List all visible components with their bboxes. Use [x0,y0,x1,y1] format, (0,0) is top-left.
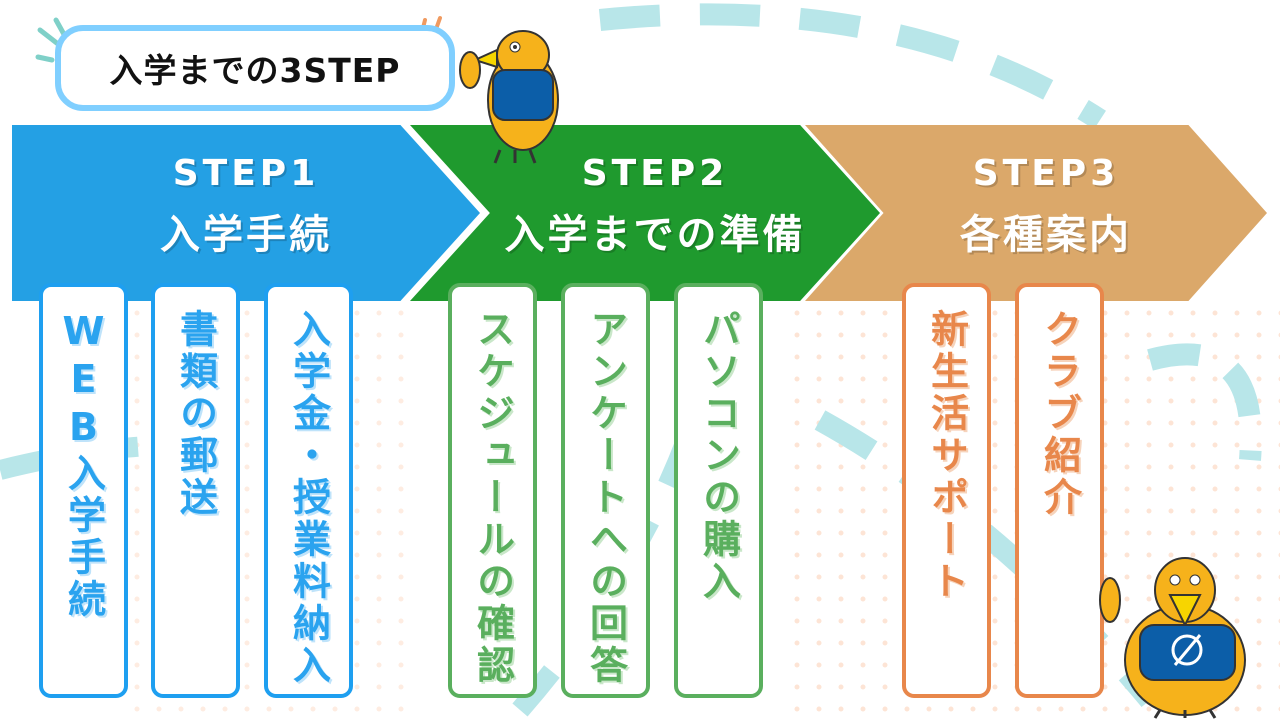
step2-label: STEP2 [581,153,729,194]
eagle-mascot-icon [459,30,559,164]
step3-item: クラブ紹介 [1037,309,1082,519]
step2-name: 入学までの準備 [504,212,806,258]
eagle-mascot-icon [1099,557,1246,719]
step1-item: 入学金・授業料納入 [286,309,331,687]
step3-name: 各種案内 [960,212,1132,258]
step2-item: スケジュールの確認 [470,309,515,687]
step1-item-card: 入学金・授業料納入 [264,283,353,698]
page-title: 入学までの3STEP [55,25,455,111]
step2-item: パソコンの購入 [696,309,741,603]
step1-item: WEB入学手続 [61,309,106,621]
step2-item-card: スケジュールの確認 [448,283,537,698]
step1-item: 書類の郵送 [173,309,218,519]
step3-item: 新生活サポート [924,309,969,603]
step2-item: アンケートへの回答 [583,309,628,687]
step2-item-card: アンケートへの回答 [561,283,650,698]
step2-banner: STEP2 入学までの準備 [410,125,880,301]
step3-item-card: クラブ紹介 [1015,283,1104,698]
step2-item-card: パソコンの購入 [674,283,763,698]
step1-item-card: WEB入学手続 [39,283,128,698]
step3-item-card: 新生活サポート [902,283,991,698]
step1-name: 入学手続 [160,212,332,258]
step1-label: STEP1 [172,153,320,194]
step1-banner: STEP1 入学手続 [12,125,480,301]
step1-item-card: 書類の郵送 [151,283,240,698]
step3-label: STEP3 [972,153,1120,194]
